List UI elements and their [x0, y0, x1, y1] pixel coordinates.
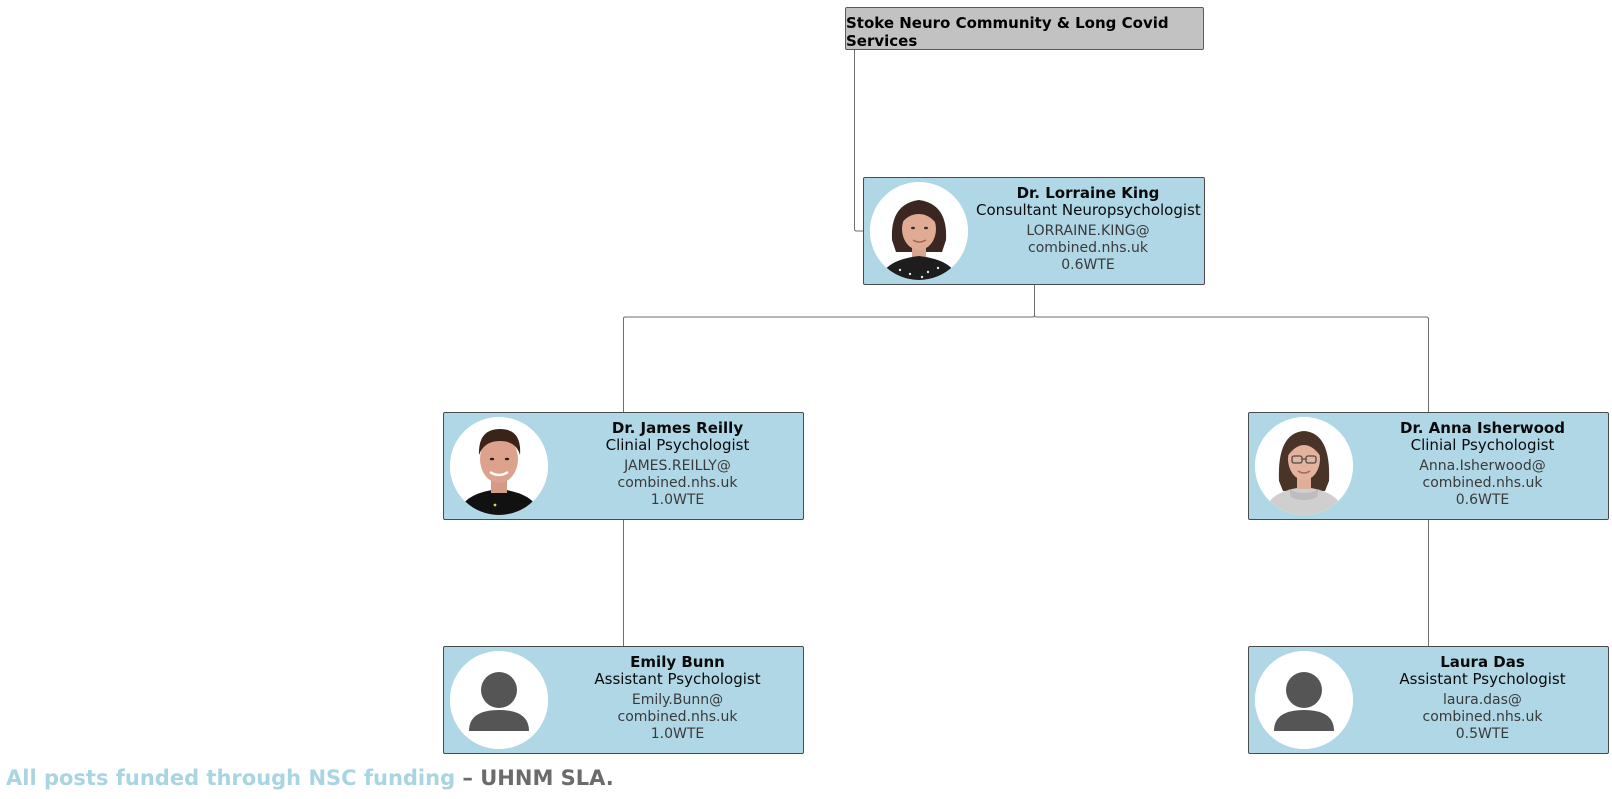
funding-footnote: All posts funded through NSC funding – U… [6, 766, 614, 790]
card-wte: 0.6WTE [1061, 257, 1115, 273]
connector-lorraine-to-branches [623, 285, 1035, 412]
card-wte: 0.5WTE [1455, 726, 1510, 742]
card-email-line2: combined.nhs.uk [1422, 709, 1543, 725]
org-card-anna-isherwood: Dr. Anna Isherwood Clinial Psychologist … [1248, 412, 1609, 520]
card-email-line2: combined.nhs.uk [617, 709, 738, 725]
person-placeholder-icon [1255, 651, 1353, 749]
card-name: Dr. Anna Isherwood [1400, 419, 1565, 437]
org-card-emily-bunn: Emily Bunn Assistant Psychologist Emily.… [443, 646, 804, 754]
card-email-line1: Emily.Bunn@ [631, 692, 724, 708]
card-role: Assistant Psychologist [594, 670, 761, 688]
card-role: Consultant Neuropsychologist [976, 201, 1201, 219]
photo-woman-glasses-icon [1255, 417, 1353, 515]
org-card-lorraine-king: Dr. Lorraine King Consultant Neuropsycho… [863, 177, 1205, 285]
card-email-line2: combined.nhs.uk [1422, 475, 1543, 491]
photo-man-short-hair-icon [450, 417, 548, 515]
photo-woman-dark-hair-icon [870, 182, 968, 280]
card-name: Emily Bunn [630, 653, 725, 671]
card-email-line1: JAMES.REILLY@ [624, 458, 731, 474]
card-email-line2: combined.nhs.uk [1028, 240, 1148, 256]
card-name: Laura Das [1440, 653, 1525, 671]
card-wte: 0.6WTE [1455, 492, 1510, 508]
sla-text: – UHNM SLA. [455, 766, 614, 790]
root-service-label: Stoke Neuro Community & Long Covid Servi… [846, 14, 1169, 50]
card-email-line1: LORRAINE.KING@ [1026, 223, 1150, 239]
card-wte: 1.0WTE [650, 726, 705, 742]
connector-root-to-lorraine [854, 50, 863, 232]
org-card-james-reilly: Dr. James Reilly Clinial Psychologist JA… [443, 412, 804, 520]
card-role: Clinial Psychologist [605, 436, 750, 454]
card-role: Clinial Psychologist [1410, 436, 1555, 454]
root-service-box: Stoke Neuro Community & Long Covid Servi… [845, 7, 1204, 50]
card-wte: 1.0WTE [650, 492, 705, 508]
card-email-line1: Anna.Isherwood@ [1419, 458, 1546, 474]
card-name: Dr. James Reilly [611, 419, 744, 437]
funding-text: All posts funded through NSC funding [6, 766, 456, 790]
connector-lorraine-to-anna [1034, 314, 1429, 412]
card-email-line1: laura.das@ [1443, 692, 1522, 708]
card-role: Assistant Psychologist [1399, 670, 1566, 688]
org-card-laura-das: Laura Das Assistant Psychologist laura.d… [1248, 646, 1609, 754]
card-name: Dr. Lorraine King [1016, 184, 1160, 202]
person-placeholder-icon [450, 651, 548, 749]
card-email-line2: combined.nhs.uk [617, 475, 738, 491]
